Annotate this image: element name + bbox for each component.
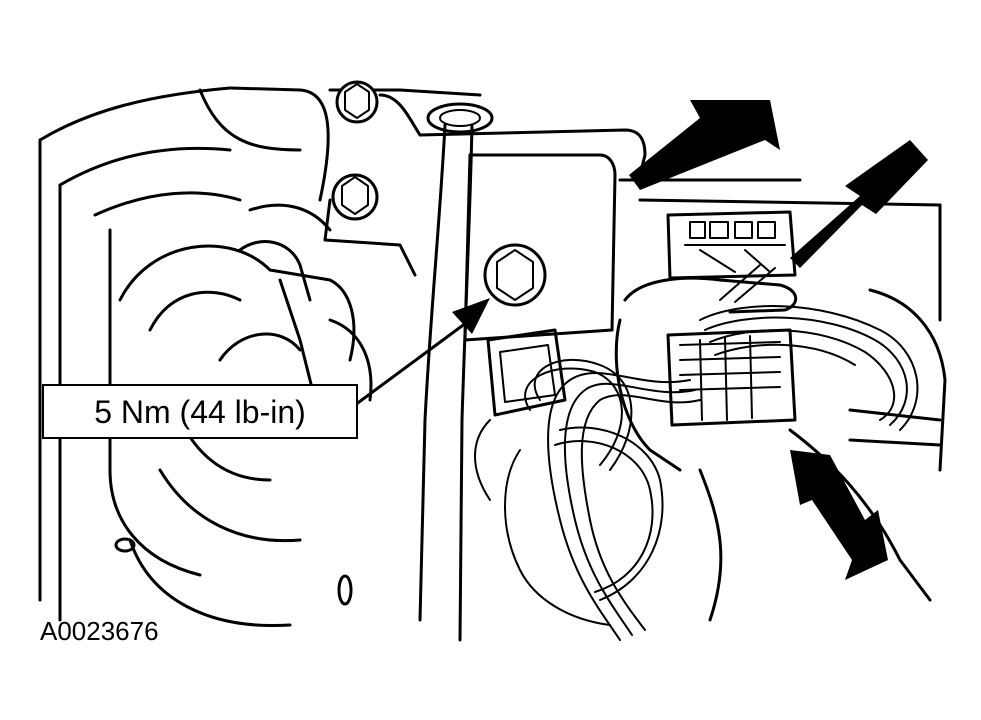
- torque-callout-leader: [353, 298, 490, 407]
- leader-arrowhead: [452, 298, 490, 334]
- vertical-tube: [418, 102, 494, 642]
- wire-harness: [474, 264, 919, 641]
- figure-id: A0023676: [40, 616, 159, 646]
- electrical-connector: [666, 210, 797, 280]
- arrow-icon: [790, 140, 928, 268]
- hand-outline: [614, 276, 947, 622]
- torque-callout: 5 Nm (44 lb-in): [42, 384, 358, 439]
- arrow-icon: [629, 100, 780, 190]
- arrow-icon: [790, 450, 888, 580]
- pointer-arrow-lower: [790, 450, 888, 580]
- middle-bolt: [331, 173, 379, 221]
- torque-label: 5 Nm (44 lb-in): [94, 394, 306, 430]
- left-housing: [38, 86, 373, 628]
- mounting-plate: [323, 88, 942, 342]
- torque-bolt: [483, 243, 547, 307]
- pointer-arrow-right: [790, 140, 928, 268]
- upper-bolt: [335, 80, 379, 124]
- lower-connector-pocket: [486, 328, 567, 417]
- pointer-arrow-upper: [629, 100, 780, 190]
